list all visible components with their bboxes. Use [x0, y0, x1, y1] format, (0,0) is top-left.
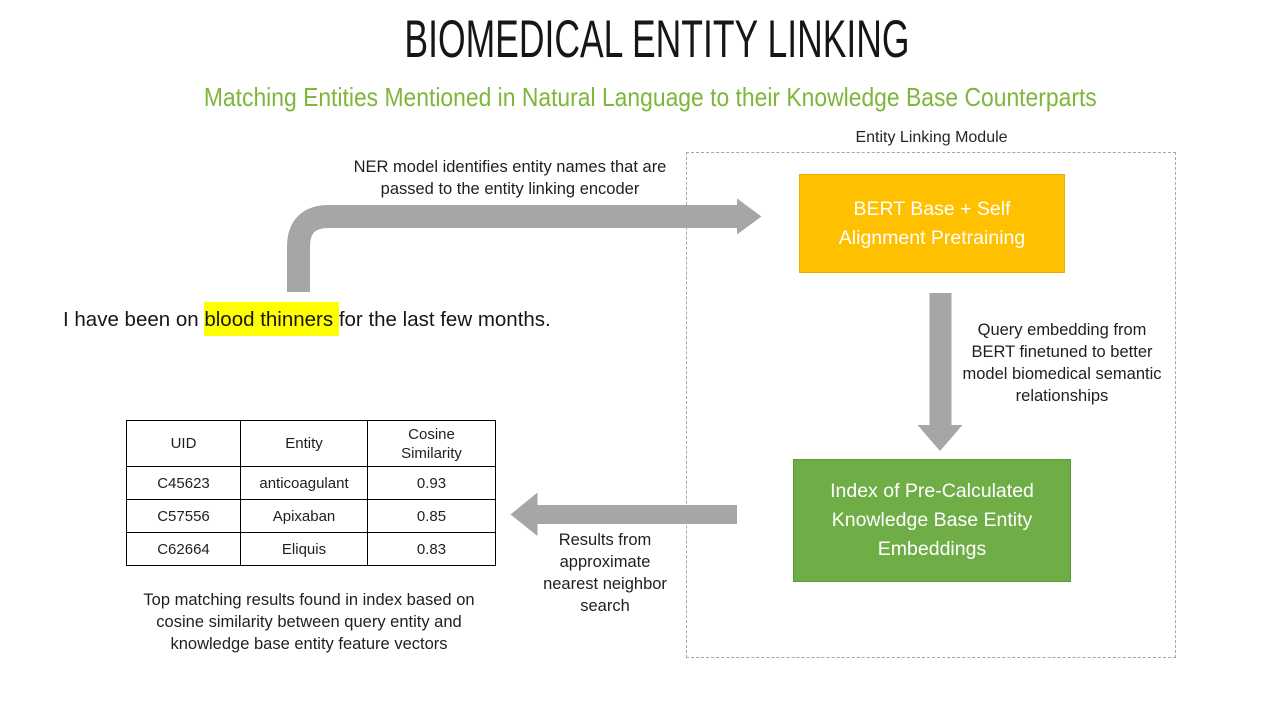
table-cell-uid: C62664	[126, 532, 241, 566]
table-cell-uid: C57556	[126, 499, 241, 533]
query-embedding-annotation: Query embedding from BERT finetuned to b…	[962, 321, 1162, 405]
table-cell-entity: anticoagulant	[240, 466, 368, 500]
table-row: C45623 anticoagulant 0.93	[126, 466, 496, 500]
col-header-uid: UID	[126, 420, 241, 467]
bert-box: BERT Base + Self Alignment Pretraining	[799, 174, 1065, 273]
slide-title: BIOMEDICAL ENTITY LINKING	[404, 10, 910, 69]
entity-linking-module-label: Entity Linking Module	[855, 129, 1008, 146]
entity-linking-module-box	[686, 152, 1176, 658]
results-table: UID Entity Cosine Similarity C45623 anti…	[126, 420, 496, 566]
ann-search-annotation: Results from approximate nearest neighbo…	[543, 531, 667, 615]
table-row: C62664 Eliquis 0.83	[126, 532, 496, 566]
table-header-row: UID Entity Cosine Similarity	[126, 420, 496, 467]
sentence-post-text: for the last few months.	[338, 308, 551, 331]
input-sentence: I have been on blood thinners for the la…	[63, 302, 551, 338]
index-box: Index of Pre-Calculated Knowledge Base E…	[793, 459, 1071, 582]
slide-subtitle: Matching Entities Mentioned in Natural L…	[203, 82, 1097, 112]
table-cell-similarity: 0.83	[367, 532, 496, 566]
sentence-highlight: blood thinners	[204, 302, 339, 336]
index-box-label: Index of Pre-Calculated Knowledge Base E…	[830, 480, 1034, 560]
ner-annotation: NER model identifies entity names that a…	[353, 158, 667, 198]
col-header-entity: Entity	[240, 420, 368, 467]
table-row: C57556 Apixaban 0.85	[126, 499, 496, 533]
table-caption: Top matching results found in index base…	[143, 591, 475, 653]
col-header-cosine-similarity: Cosine Similarity	[367, 420, 496, 467]
table-cell-similarity: 0.93	[367, 466, 496, 500]
subtitle-container: Matching Entities Mentioned in Natural L…	[10, 83, 1280, 112]
sentence-pre-text: I have been on	[63, 308, 205, 331]
title-container: BIOMEDICAL ENTITY LINKING	[17, 13, 1280, 66]
table-cell-entity: Eliquis	[240, 532, 368, 566]
table-cell-similarity: 0.85	[367, 499, 496, 533]
table-cell-uid: C45623	[126, 466, 241, 500]
table-cell-entity: Apixaban	[240, 499, 368, 533]
bert-box-label: BERT Base + Self Alignment Pretraining	[838, 197, 1026, 249]
